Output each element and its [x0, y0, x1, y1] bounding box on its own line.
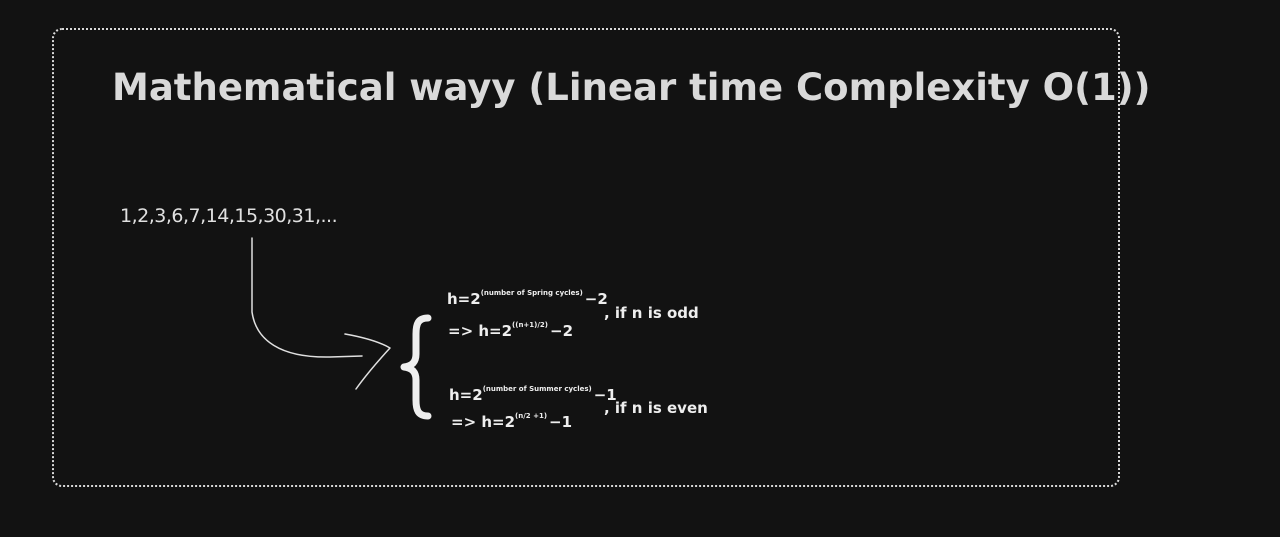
odd-formula-line-2: => h=2((n+1)/2)−2: [448, 321, 574, 340]
curly-brace-icon: [400, 314, 432, 420]
formula-suffix: −1: [549, 413, 573, 431]
odd-formula-line-1: h=2(number of Spring cycles)−2: [447, 289, 608, 308]
even-formula-line-1: h=2(number of Summer cycles)−1: [449, 385, 617, 404]
formula-base: h=2: [447, 290, 481, 308]
formula-exponent: (number of Spring cycles): [480, 289, 583, 297]
curved-arrow-line: [251, 237, 363, 358]
odd-condition: , if n is odd: [604, 304, 699, 322]
formula-suffix: −2: [550, 322, 574, 340]
formula-exponent: (number of Summer cycles): [482, 385, 592, 393]
formula-base: => h=2: [448, 322, 513, 340]
arrow-head-icon: [344, 333, 391, 390]
formula-base: => h=2: [451, 413, 516, 431]
page-title: Mathematical wayy (Linear time Complexit…: [112, 66, 1151, 109]
formula-suffix: −2: [584, 290, 608, 308]
formula-base: h=2: [449, 386, 483, 404]
number-sequence: 1,2,3,6,7,14,15,30,31,...: [120, 205, 338, 227]
dotted-frame: [52, 28, 1120, 487]
even-condition: , if n is even: [604, 399, 708, 417]
formula-exponent: ((n+1)/2): [512, 321, 548, 329]
even-formula-line-2: => h=2(n/2 +1)−1: [451, 412, 573, 431]
formula-suffix: −1: [593, 386, 617, 404]
formula-exponent: (n/2 +1): [515, 412, 548, 420]
